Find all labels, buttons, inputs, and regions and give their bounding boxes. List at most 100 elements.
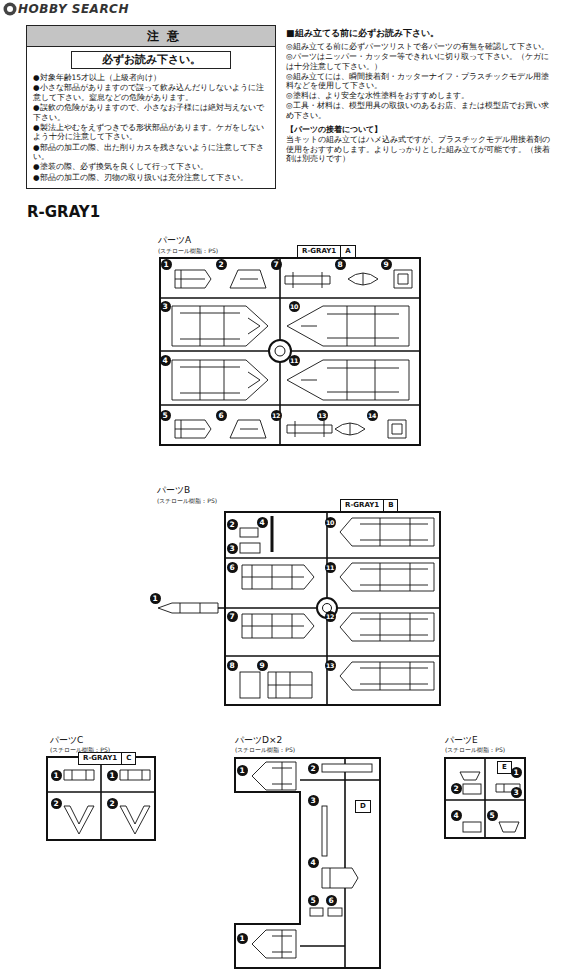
runner-b-part-part <box>242 614 314 638</box>
runner-c-part-part <box>64 806 94 834</box>
runner-e <box>445 758 525 838</box>
note-heading: ■組み立てる前に必ずお読み下さい。 <box>286 27 552 40</box>
runner-letter: C <box>121 753 135 764</box>
runner-tag: R-GRAY1A <box>297 245 356 258</box>
callout-number: 1 <box>51 770 62 781</box>
runner-letter: D <box>356 801 370 812</box>
part-name: パーツE <box>445 734 478 747</box>
callout-number: 7 <box>227 611 238 622</box>
callout-number: 6 <box>227 562 238 573</box>
callout-number: 1 <box>237 765 248 776</box>
runner-a-part <box>275 346 285 356</box>
callout-number: 1 <box>237 933 248 944</box>
callout-number: 3 <box>227 543 238 554</box>
logo-mark-part <box>4 3 17 16</box>
callout-number: 2 <box>227 519 238 530</box>
callout-number: 13 <box>325 660 336 671</box>
caution-heading: 注 意 <box>27 26 275 47</box>
caution-item: ●誤飲の危険がありますので、小さなお子様には絶対与えないで下さい。 <box>27 103 275 123</box>
material-note: (スチロール樹脂：PS) <box>235 746 295 755</box>
note-subheading: 【パーツの接着について】 <box>286 125 552 135</box>
runner-a-part-part <box>175 420 211 438</box>
runner-letter: B <box>383 500 397 511</box>
runner-a-part <box>269 340 291 362</box>
runner-name: R-GRAY1 <box>79 753 121 764</box>
callout-number: 1 <box>161 259 172 270</box>
runner-e-part <box>445 758 525 838</box>
callout-number: 1 <box>150 593 161 604</box>
runner-letter: E <box>498 762 511 773</box>
caution-box: 注 意必ずお読み下さい。●対象年齢15才以上（上級者向け）●小さな部品があります… <box>26 25 276 189</box>
runner-c-part-part <box>64 770 94 780</box>
runner-b-part-part <box>158 603 218 613</box>
callout-number: 14 <box>367 410 378 421</box>
callout-number: 8 <box>335 259 346 270</box>
runner-a-part-part <box>287 306 409 346</box>
callout-number: 8 <box>227 660 238 671</box>
callout-number: 4 <box>451 810 462 821</box>
caution-item: ●塗装の際、必ず換気を良くして行って下さい。 <box>27 162 275 172</box>
runner-c-part-part <box>120 770 150 780</box>
runner-a-part-part <box>287 421 332 437</box>
caution-subheading: 必ずお読み下さい。 <box>71 51 231 69</box>
runner-a-part-part <box>230 270 266 288</box>
runner-b <box>158 512 440 705</box>
callout-number: 9 <box>257 660 268 671</box>
runner-b-part <box>158 516 434 698</box>
runner-e-part <box>460 772 520 832</box>
runner-tag: R-GRAY1C <box>78 752 136 765</box>
runner-b-part-part <box>340 518 434 546</box>
logo-mark-part <box>7 6 13 12</box>
callout-number: 4 <box>257 517 268 528</box>
runner-d <box>235 758 380 968</box>
runner-c-part <box>47 757 155 840</box>
runner-a-part-part <box>172 360 268 400</box>
runner-b-part-part <box>340 613 434 641</box>
runner-b-part-part <box>242 565 314 589</box>
runner-tag: R-GRAY1B <box>340 499 398 512</box>
callout-number: 2 <box>216 259 227 270</box>
callout-number: 10 <box>325 517 336 528</box>
runner-a-part <box>160 258 420 445</box>
callout-number: 12 <box>325 611 336 622</box>
runner-b-part-part <box>240 528 258 537</box>
runner-b-part <box>218 512 440 705</box>
part-name: パーツD×2 <box>235 734 282 747</box>
callout-number: 4 <box>308 857 319 868</box>
note-text: 当キットの組み立てはハメ込み式ですが、プラスチックモデル用接着剤の使用をおすすめ… <box>286 135 552 165</box>
runner-d-part <box>235 758 380 968</box>
runner-a <box>160 258 420 445</box>
runner-c <box>47 757 155 840</box>
material-note: (スチロール樹脂：PS) <box>157 497 217 506</box>
runner-e-part-part <box>463 822 481 832</box>
runner-e-part-part <box>499 822 519 832</box>
runner-a-part <box>160 258 420 445</box>
callout-number: 6 <box>326 895 337 906</box>
runner-a-part-part <box>348 273 378 285</box>
callout-number: 7 <box>271 259 282 270</box>
callout-number: 4 <box>160 355 171 366</box>
runner-b-part-part <box>240 672 260 698</box>
part-name: パーツB <box>157 484 190 497</box>
callout-number: 2 <box>51 798 62 809</box>
runner-d-part <box>300 758 380 968</box>
runner-b-part-part <box>240 543 260 553</box>
callout-number: 5 <box>308 895 319 906</box>
logo-mark <box>4 3 17 16</box>
runner-name: R-GRAY1 <box>298 246 340 257</box>
callout-number: 9 <box>381 259 392 270</box>
runner-name: R-GRAY1 <box>341 500 383 511</box>
watermark: HOBBY SEARCH <box>18 2 129 16</box>
callout-number: 11 <box>325 562 336 573</box>
runner-b-part-part <box>271 516 274 552</box>
callout-number: 3 <box>511 787 522 798</box>
runner-c-part <box>47 757 155 840</box>
runner-a-part-part <box>335 423 365 435</box>
runner-a-part-part <box>230 420 266 438</box>
callout-number: 12 <box>271 410 282 421</box>
runner-d-part-part <box>252 762 296 790</box>
runner-e-part-part <box>463 784 481 794</box>
callout-number: 13 <box>317 410 328 421</box>
runner-a-part <box>172 270 412 438</box>
